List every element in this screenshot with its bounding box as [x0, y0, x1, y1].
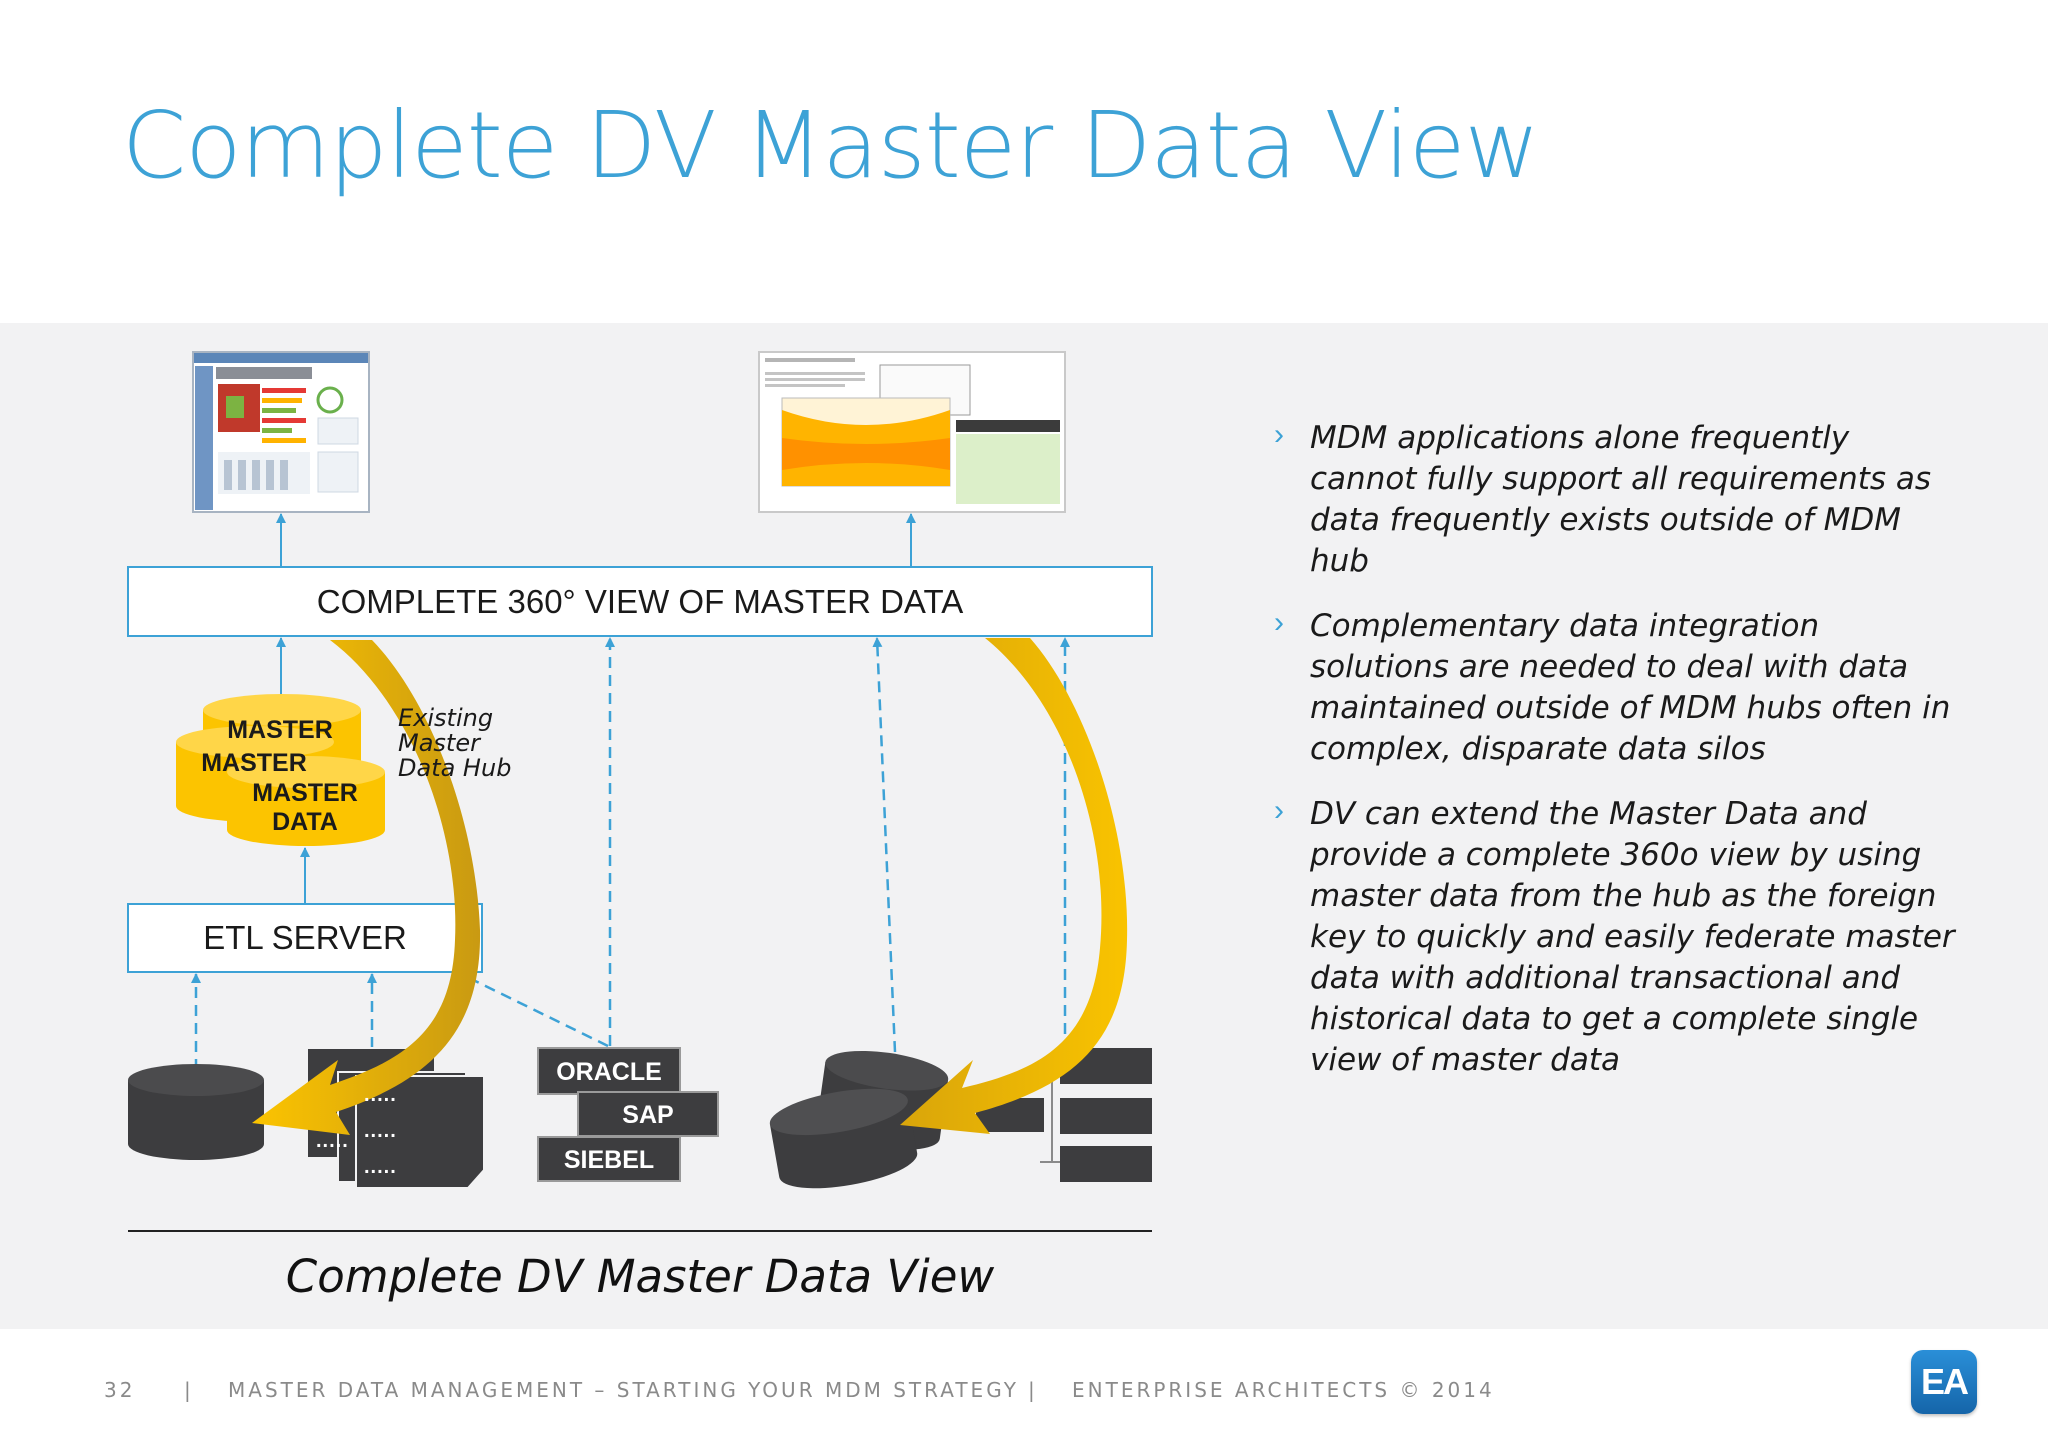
source-database	[128, 1064, 264, 1160]
bullet-chevron-icon: ›	[1274, 794, 1284, 827]
oracle-label: ORACLE	[556, 1058, 662, 1086]
existing-hub-note: Existing Master Data Hub	[398, 704, 512, 782]
bullet-chevron-icon: ›	[1274, 606, 1284, 639]
dashboard-screenshot	[192, 351, 370, 513]
footer-separator: |	[184, 1378, 194, 1402]
bullet-text: DV can extend the Master Data and provid…	[1310, 796, 1955, 1078]
arrow-erp-to-etl	[462, 973, 609, 1048]
document-dots: .....	[364, 1120, 397, 1142]
report-screenshot	[758, 351, 1066, 513]
bullet-text: Complementary data integration solutions…	[1310, 608, 1951, 767]
document-dots: .....	[364, 1084, 397, 1106]
etl-server-label: ETL SERVER	[203, 919, 407, 956]
bullet-text: MDM applications alone frequently cannot…	[1310, 420, 1932, 579]
sap-label: SAP	[622, 1101, 674, 1129]
document-dots: .....	[364, 1156, 397, 1178]
footer-deck-title: MASTER DATA MANAGEMENT – STARTING YOUR M…	[228, 1378, 1019, 1402]
bullet-chevron-icon: ›	[1274, 418, 1284, 451]
siebel-label: SIEBEL	[563, 1146, 655, 1174]
master-data-front-label: MASTER DATA	[252, 779, 358, 836]
diagram-caption: Complete DV Master Data View	[128, 1230, 1152, 1303]
bullet-item: › MDM applications alone frequently cann…	[1270, 418, 1960, 582]
bullet-item: › Complementary data integration solutio…	[1270, 606, 1960, 770]
master-data-mid-label: MASTER	[201, 749, 307, 777]
arrow-databases-to-view	[872, 637, 897, 1053]
etl-server-box	[127, 903, 483, 973]
federated-databases	[769, 1050, 949, 1189]
master-data-360-view-box	[127, 566, 1153, 637]
gold-arrow-left	[252, 640, 481, 1135]
master-data-back-label: MASTER	[227, 716, 333, 744]
slide-title: Complete DV Master Data View	[122, 92, 1540, 199]
document-dots: .....	[316, 1130, 349, 1152]
page-number: 32	[104, 1378, 136, 1402]
footer-separator: |	[1028, 1378, 1038, 1402]
erp-blocks	[537, 1047, 719, 1182]
master-data-cylinders	[176, 694, 385, 846]
ea-logo: EA	[1911, 1350, 1977, 1414]
bullet-list: › MDM applications alone frequently cann…	[1270, 418, 1960, 1105]
footer-company: ENTERPRISE ARCHITECTS © 2014	[1072, 1378, 1495, 1402]
bullet-item: › DV can extend the Master Data and prov…	[1270, 794, 1960, 1081]
master-data-view-label: COMPLETE 360° VIEW OF MASTER DATA	[316, 583, 964, 620]
